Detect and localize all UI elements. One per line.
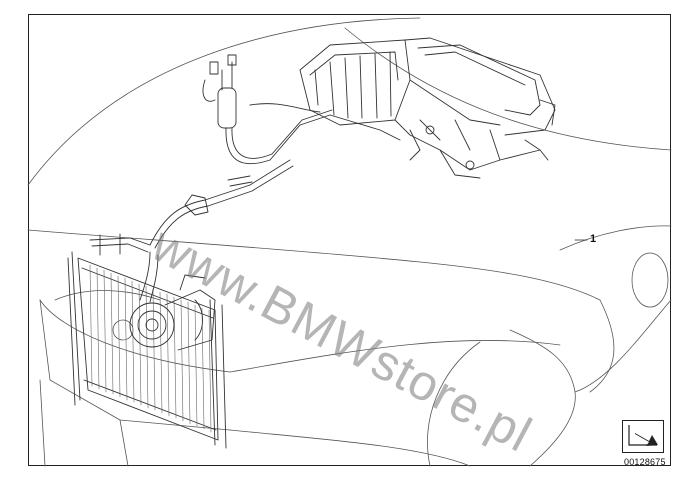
part-number: 00128675 (624, 457, 666, 467)
refrigerant-lines (89, 103, 401, 303)
evaporator-housing (299, 37, 556, 179)
arrow-nav-icon[interactable] (622, 420, 664, 453)
diagram-frame (28, 14, 671, 466)
arrow-icon (628, 425, 658, 446)
receiver-dryer (202, 54, 237, 129)
compressor (129, 274, 216, 351)
condenser (67, 251, 227, 449)
car-body-outline (27, 17, 672, 467)
callout-label[interactable]: 1 (590, 233, 597, 245)
